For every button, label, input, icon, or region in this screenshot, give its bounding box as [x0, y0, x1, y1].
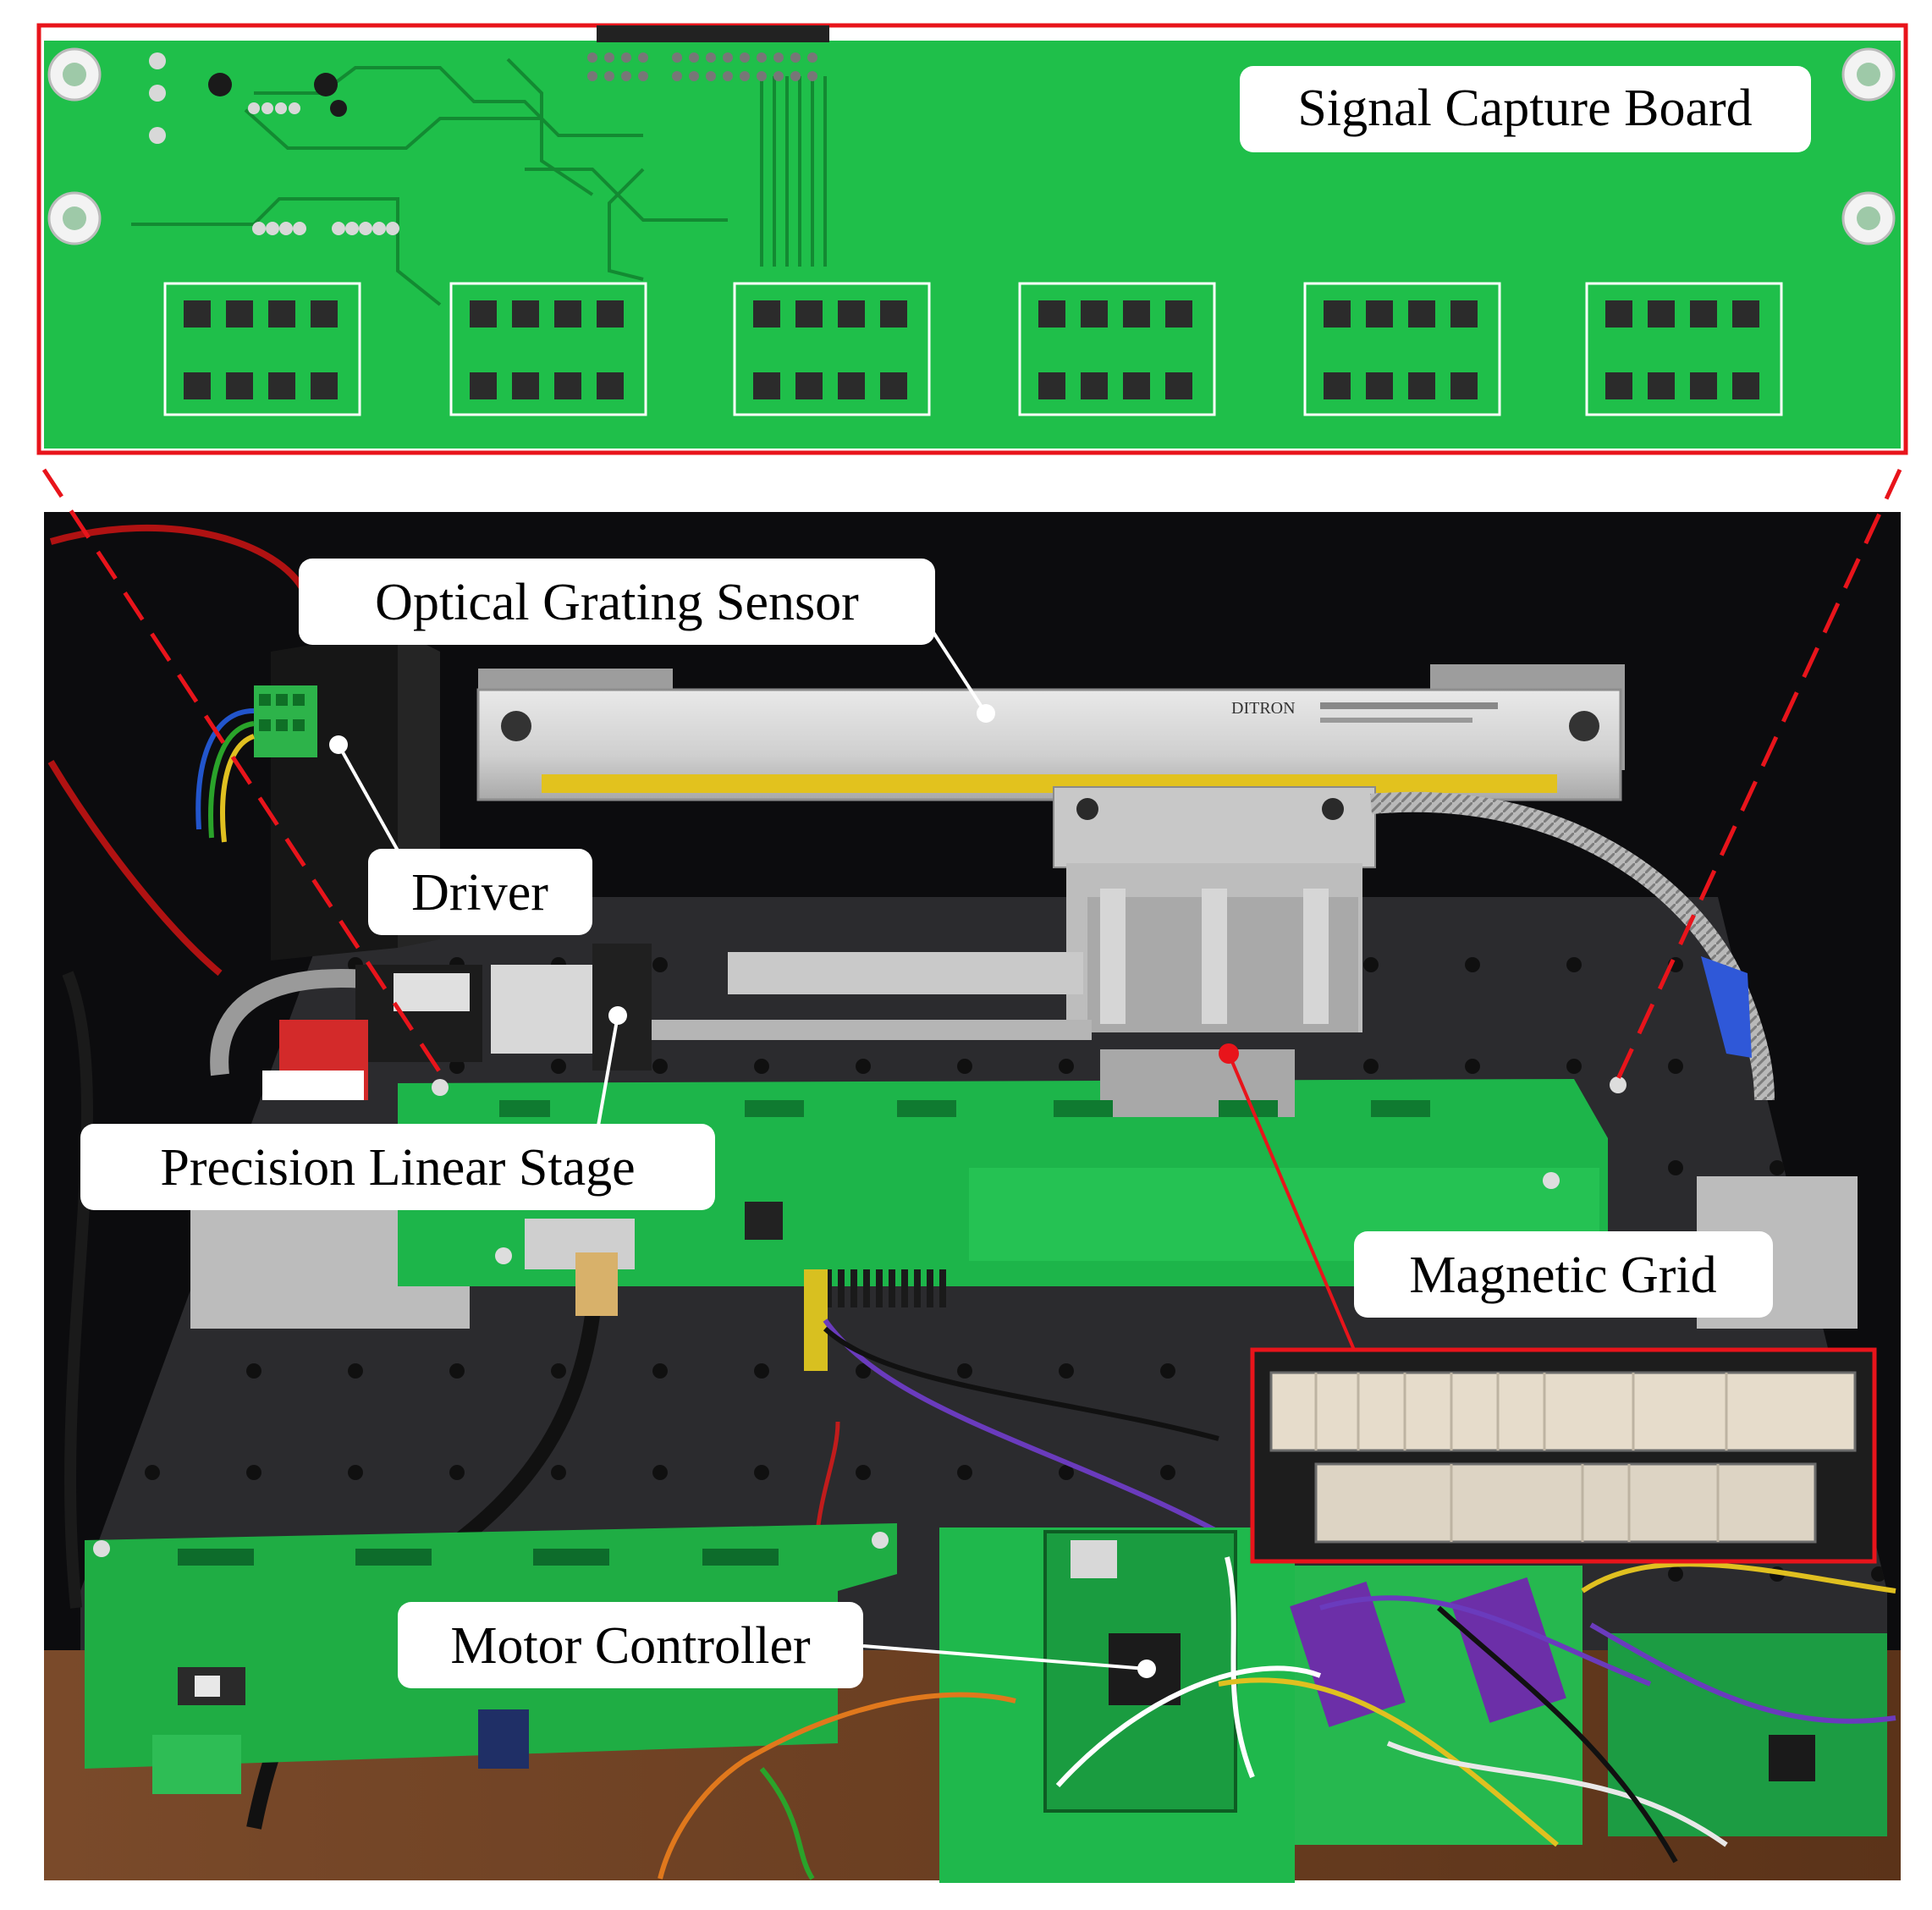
sensor-brand-text: DITRON — [1231, 699, 1296, 718]
red-connectors — [41, 468, 1902, 1351]
signal-capture-board-label-text: Signal Capture Board — [1297, 80, 1752, 137]
driver-label-text: Driver — [411, 864, 548, 922]
precision-linear-stage-label-text: Precision Linear Stage — [160, 1139, 635, 1197]
purple-modules — [1290, 1566, 1887, 1845]
magnetic-grid-pointer-dot — [1219, 1043, 1239, 1064]
optical-grating-sensor-unit: DITRON — [476, 664, 1625, 868]
magnetic-grid-label: Magnetic Grid — [1354, 1231, 1773, 1318]
magnetic-grid-inset — [1250, 1347, 1877, 1564]
zoom-dashed-line-left — [41, 468, 447, 1081]
precision-linear-stage-label: Precision Linear Stage — [80, 1124, 715, 1210]
mcu-board — [939, 1527, 1295, 1883]
sensor-chip-group-5 — [1303, 282, 1501, 416]
sensor-mount — [1066, 863, 1362, 1032]
sensor-chip-group-3 — [733, 282, 931, 416]
armored-cable — [1369, 791, 1775, 1101]
leader-lines — [337, 620, 1148, 1671]
driver-label: Driver — [368, 849, 592, 935]
sensor-chip-group-6 — [1585, 282, 1783, 416]
signal-capture-board-inset: Signal Capture Board — [36, 23, 1908, 455]
signal-capture-board-label: Signal Capture Board — [1240, 66, 1811, 152]
zoom-dashed-line-right — [1616, 468, 1902, 1081]
optical-grating-sensor-label: Optical Grating Sensor — [299, 559, 935, 645]
sensor-chip-group-1 — [163, 282, 361, 416]
linear-stage-rail — [262, 944, 1092, 1100]
sensor-chip-group-2 — [449, 282, 647, 416]
motor-controller-label-text: Motor Controller — [450, 1617, 811, 1675]
driver-unit — [195, 630, 440, 961]
optical-grating-sensor-label-text: Optical Grating Sensor — [375, 574, 859, 631]
sensor-chip-group-4 — [1018, 282, 1216, 416]
jumper-wires — [658, 1556, 1896, 1880]
magnetic-grid-label-text: Magnetic Grid — [1409, 1247, 1716, 1304]
pcb-traces — [131, 58, 827, 306]
motor-controller-label: Motor Controller — [398, 1602, 863, 1688]
magnetic-grid-pointer-line — [1227, 1053, 1356, 1351]
leader-dots — [329, 704, 1156, 1678]
